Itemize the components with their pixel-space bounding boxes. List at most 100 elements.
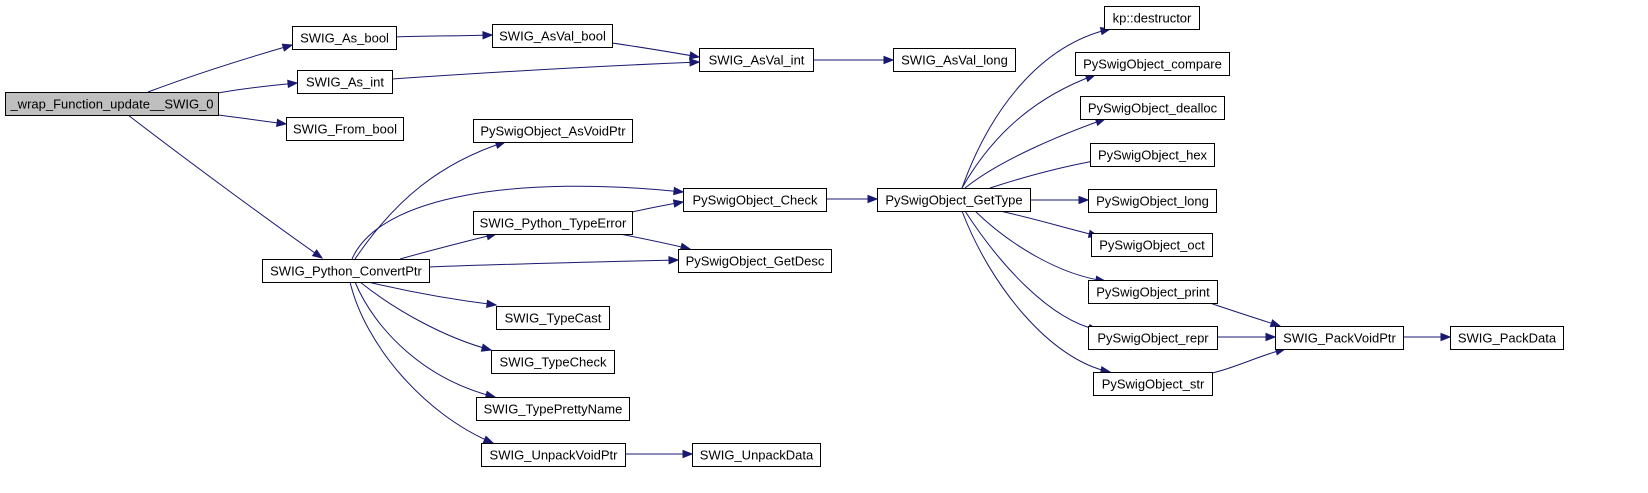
node-pyswigobject-str[interactable]: PySwigObject_str <box>1093 372 1213 396</box>
node-box[interactable] <box>476 397 630 421</box>
node-box[interactable] <box>1104 6 1200 30</box>
node-swig-python-typeerror[interactable]: SWIG_Python_TypeError <box>473 211 633 235</box>
node-swig-unpackdata[interactable]: SWIG_UnpackData <box>692 443 821 467</box>
node-swig-from-bool[interactable]: SWIG_From_bool <box>286 117 404 141</box>
node-box[interactable] <box>1450 326 1564 350</box>
node-pyswigobject-gettype[interactable]: PySwigObject_GetType <box>877 188 1031 212</box>
arrowhead-icon <box>486 299 498 309</box>
node-kp-destructor[interactable]: kp::destructor <box>1104 6 1200 30</box>
node-swig-typecast[interactable]: SWIG_TypeCast <box>496 306 610 330</box>
edge-line <box>964 118 1106 189</box>
edge-n26-n27 <box>1211 347 1287 374</box>
node-swig-python-convertptr[interactable]: SWIG_Python_ConvertPtr <box>262 259 430 283</box>
node-label: SWIG_UnpackData <box>700 448 814 463</box>
edge-n7-n9 <box>351 185 685 260</box>
edge-line <box>351 185 684 260</box>
node-label: PySwigObject_dealloc <box>1088 101 1218 116</box>
node-swig-as-int[interactable]: SWIG_As_int <box>297 70 393 94</box>
edge-n0-n1 <box>147 43 294 93</box>
edge-line <box>217 82 298 94</box>
node-label: PySwigObject_GetType <box>885 193 1022 208</box>
node-pyswigobject-asvoidptr[interactable]: PySwigObject_AsVoidPtr <box>473 119 633 143</box>
node-box[interactable] <box>692 443 821 467</box>
node-box[interactable] <box>1080 96 1225 120</box>
node-box[interactable] <box>1075 52 1230 76</box>
node-box[interactable] <box>1093 372 1213 396</box>
node-box[interactable] <box>1091 233 1213 257</box>
nodes-layer: _wrap_Function_update__SWIG_0 SWIG_As_boo… <box>5 6 1564 467</box>
edge-n1-n2 <box>395 31 494 40</box>
node-box[interactable] <box>1275 326 1404 350</box>
node-pyswigobject-compare[interactable]: PySwigObject_compare <box>1075 52 1230 76</box>
node-box[interactable] <box>5 92 219 116</box>
arrowhead-icon <box>480 343 493 352</box>
node-pyswigobject-oct[interactable]: PySwigObject_oct <box>1091 233 1213 257</box>
node-box[interactable] <box>1088 326 1218 350</box>
node-box[interactable] <box>262 259 430 283</box>
node-label: SWIG_TypeCheck <box>500 355 607 370</box>
node-box[interactable] <box>893 48 1016 72</box>
node-swig-asval-long[interactable]: SWIG_AsVal_long <box>893 48 1016 72</box>
node-label: SWIG_TypeCast <box>505 311 602 326</box>
node-label: SWIG_PackData <box>1458 331 1557 346</box>
node-pyswigobject-repr[interactable]: PySwigObject_repr <box>1088 326 1218 350</box>
node-box[interactable] <box>1088 280 1218 304</box>
node-swig-typecheck[interactable]: SWIG_TypeCheck <box>491 350 615 374</box>
edge-n7-n15 <box>349 281 495 444</box>
edge-line <box>611 42 700 58</box>
node-box[interactable] <box>491 350 615 374</box>
node-swig-asval-bool[interactable]: SWIG_AsVal_bool <box>492 24 613 48</box>
node-box[interactable] <box>877 188 1031 212</box>
node-swig-asval-int[interactable]: SWIG_AsVal_int <box>699 48 814 72</box>
node-pyswigobject-getdesc[interactable]: PySwigObject_GetDesc <box>678 249 832 273</box>
node-box[interactable] <box>292 26 397 50</box>
node-swig-as-bool[interactable]: SWIG_As_bool <box>292 26 397 50</box>
node-box[interactable] <box>496 306 610 330</box>
edge-line <box>367 281 497 306</box>
edge-line <box>974 210 1106 282</box>
node-box[interactable] <box>473 211 633 235</box>
node-label: PySwigObject_str <box>1102 377 1205 392</box>
node-box[interactable] <box>492 24 613 48</box>
node-box[interactable] <box>297 70 393 94</box>
edge-line <box>391 61 700 80</box>
arrowhead-icon <box>1440 332 1452 342</box>
node-box[interactable] <box>1088 189 1217 213</box>
node-label: SWIG_From_bool <box>293 122 397 137</box>
node-swig-packvoidptr[interactable]: SWIG_PackVoidPtr <box>1275 326 1404 350</box>
node-pyswigobject-hex[interactable]: PySwigObject_hex <box>1090 143 1215 167</box>
node-box[interactable] <box>473 119 633 143</box>
node-box[interactable] <box>678 249 832 273</box>
edge-n15-n16 <box>624 449 694 459</box>
node-label: PySwigObject_AsVoidPtr <box>480 124 626 139</box>
node-box[interactable] <box>699 48 814 72</box>
edge-n7-n8 <box>354 140 507 260</box>
edge-line <box>964 210 1099 331</box>
node-label: PySwigObject_repr <box>1097 331 1209 346</box>
edge-n3-n4 <box>813 55 895 65</box>
node-pyswigobject-long[interactable]: PySwigObject_long <box>1088 189 1217 213</box>
node-box[interactable] <box>683 188 827 212</box>
node-label: _wrap_Function_update__SWIG_0 <box>9 97 213 112</box>
node-pyswigobject-check[interactable]: PySwigObject_Check <box>683 188 827 212</box>
edge-line <box>1209 302 1281 327</box>
node-swig-typeprettyname[interactable]: SWIG_TypePrettyName <box>476 397 630 421</box>
node-swig-packdata[interactable]: SWIG_PackData <box>1450 326 1564 350</box>
node-wrap-function-update-swig-0[interactable]: _wrap_Function_update__SWIG_0 <box>5 92 219 116</box>
node-pyswigobject-dealloc[interactable]: PySwigObject_dealloc <box>1080 96 1225 120</box>
edge-n9-n17 <box>826 194 879 204</box>
node-box[interactable] <box>286 117 404 141</box>
node-label: SWIG_Python_TypeError <box>480 216 627 231</box>
node-swig-unpackvoidptr[interactable]: SWIG_UnpackVoidPtr <box>481 443 626 467</box>
edge-line <box>147 44 293 93</box>
edge-line <box>1211 348 1286 374</box>
arrowhead-icon <box>1078 195 1090 205</box>
node-label: PySwigObject_long <box>1096 194 1209 209</box>
node-box[interactable] <box>481 443 626 467</box>
edge-line <box>961 74 1096 189</box>
node-pyswigobject-print[interactable]: PySwigObject_print <box>1088 280 1218 304</box>
node-box[interactable] <box>1090 143 1215 167</box>
arrowhead-icon <box>682 449 694 459</box>
arrowhead-icon <box>482 435 495 444</box>
